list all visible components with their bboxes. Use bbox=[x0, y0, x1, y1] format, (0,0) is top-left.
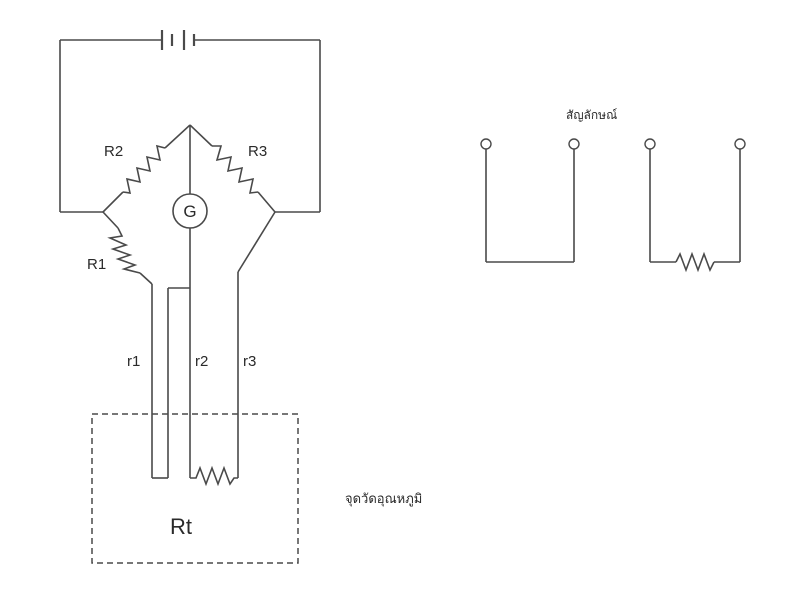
battery bbox=[60, 30, 320, 50]
galvanometer: G bbox=[172, 125, 208, 478]
legend: สัญลักษณ์ bbox=[480, 108, 746, 273]
sensing-box bbox=[91, 413, 299, 564]
label-R2: R2 bbox=[104, 143, 123, 160]
resistor-r2 bbox=[102, 124, 191, 213]
resistor-r1 bbox=[102, 211, 153, 285]
resistor-r3 bbox=[189, 124, 276, 213]
label-r1: r1 bbox=[127, 353, 140, 370]
bridge-right-lead bbox=[237, 211, 276, 478]
label-Rt: Rt bbox=[170, 514, 192, 539]
legend-wire-symbol bbox=[480, 138, 580, 263]
label-r2: r2 bbox=[195, 353, 208, 370]
resistor-rt-element bbox=[190, 465, 238, 487]
legend-title: สัญลักษณ์ bbox=[566, 108, 617, 122]
label-sensing-point: จุดวัดอุณหภูมิ bbox=[345, 491, 422, 507]
legend-resistor-symbol bbox=[644, 138, 746, 273]
label-R1: R1 bbox=[87, 256, 106, 273]
lead-r1 bbox=[151, 284, 190, 479]
galvanometer-label: G bbox=[183, 202, 196, 221]
label-R3: R3 bbox=[248, 143, 267, 160]
label-r3: r3 bbox=[243, 353, 256, 370]
outer-loop-wires bbox=[59, 40, 321, 213]
